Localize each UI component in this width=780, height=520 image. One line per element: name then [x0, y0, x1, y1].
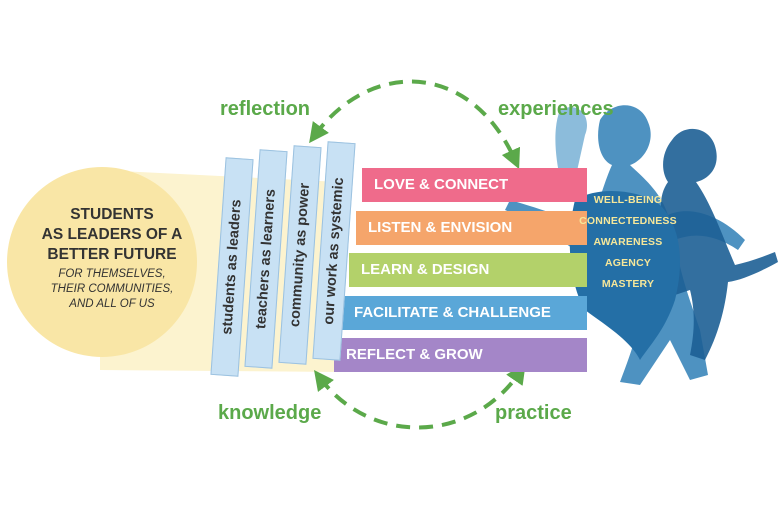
circle-title: STUDENTS AS LEADERS OF A BETTER FUTURE: [22, 205, 202, 265]
practice-bar-label: FACILITATE & CHALLENGE: [354, 304, 551, 321]
pillar-label: community as power: [286, 182, 314, 328]
outcome-item: AGENCY: [604, 257, 652, 269]
practice-bar-label: LISTEN & ENVISION: [368, 219, 513, 236]
pillar-label: teachers as learners: [253, 188, 279, 330]
circle-title-line: BETTER FUTURE: [47, 246, 177, 263]
practice-bar-label: LEARN & DESIGN: [361, 261, 490, 278]
cycle-label-knowledge: knowledge: [218, 402, 322, 424]
circle-subtitle-line: AND ALL OF US: [69, 298, 155, 310]
pillar-label: our work as systemic: [320, 176, 348, 326]
circle-subtitle-line: THEIR COMMUNITIES,: [50, 283, 174, 295]
cycle-label-reflection: reflection: [220, 98, 311, 120]
pillar-label: students as leaders: [219, 198, 245, 336]
practice-bar-learn-design: LEARN & DESIGN: [349, 253, 587, 287]
circle-subtitle: FOR THEMSELVES, THEIR COMMUNITIES, AND A…: [22, 267, 202, 312]
cycle-label-practice: practice: [495, 402, 572, 424]
cycle-arc-top: [309, 79, 521, 170]
outcome-item: WELL-BEING: [593, 194, 663, 206]
students-circle: [7, 167, 197, 357]
circle-text: STUDENTS AS LEADERS OF A BETTER FUTURE F…: [22, 205, 202, 312]
outcome-item: CONNECTEDNESS: [579, 215, 677, 227]
circle-subtitle-line: FOR THEMSELVES,: [58, 268, 166, 280]
practice-bar-love-connect: LOVE & CONNECT: [362, 168, 587, 202]
practice-bar-label: LOVE & CONNECT: [374, 176, 509, 193]
cycle-label-experiences: experiences: [498, 98, 614, 120]
outcome-item: AWARENESS: [593, 236, 663, 248]
outcomes-list: WELL-BEING CONNECTEDNESS AWARENESS AGENC…: [568, 190, 688, 295]
practice-bar-reflect-grow: REFLECT & GROW: [334, 338, 587, 372]
circle-title-line: AS LEADERS OF A: [41, 226, 183, 243]
outcome-item: MASTERY: [601, 278, 655, 290]
practice-bar-label: REFLECT & GROW: [346, 346, 483, 363]
practice-bar-listen-envision: LISTEN & ENVISION: [356, 211, 587, 245]
practice-bar-facilitate-challenge: FACILITATE & CHALLENGE: [342, 296, 587, 330]
circle-title-line: STUDENTS: [70, 206, 154, 223]
jumping-figures-graphic: [505, 105, 778, 386]
cycle-arc-bottom: [314, 363, 526, 430]
